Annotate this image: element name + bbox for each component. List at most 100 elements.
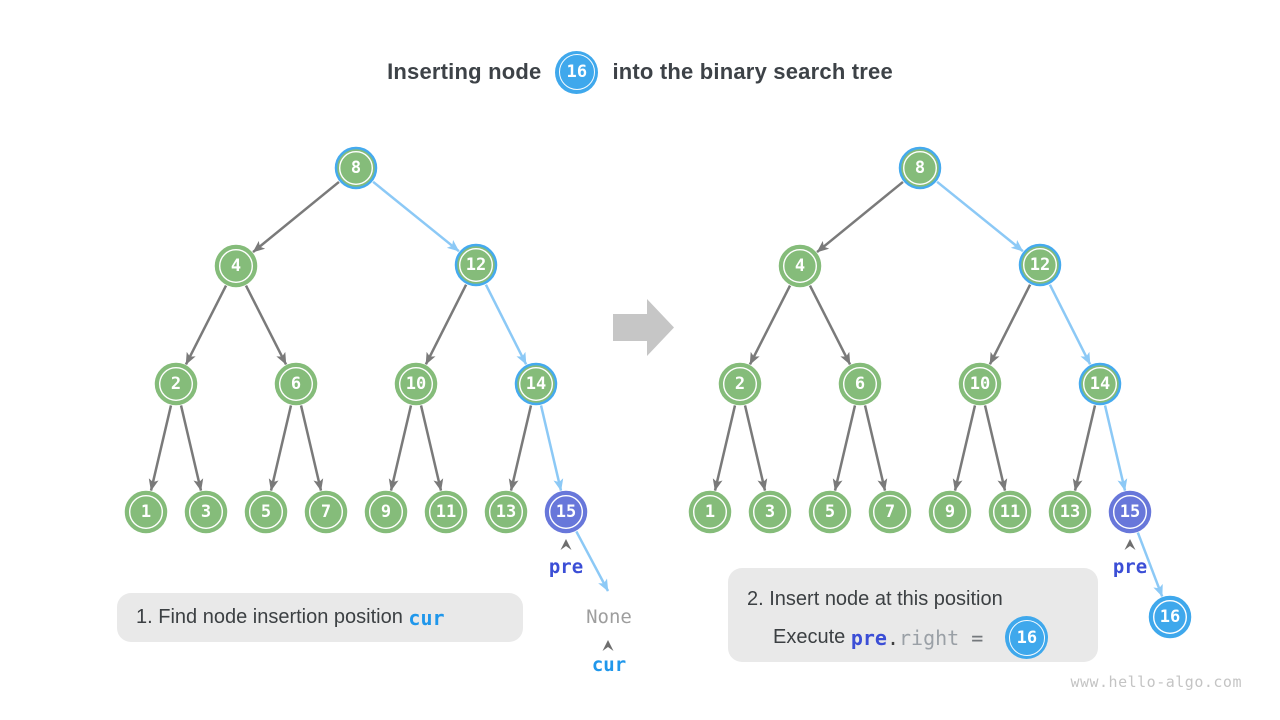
tree-node-1: 1 — [124, 490, 168, 534]
tree-node-11: 11 — [988, 490, 1032, 534]
node-value: 4 — [795, 256, 805, 276]
tree-node-14: 14 — [1078, 362, 1122, 406]
node-value: 8 — [351, 158, 361, 178]
node-value: 9 — [945, 502, 955, 522]
node-value: 12 — [1030, 255, 1050, 275]
tree-node-7: 7 — [868, 490, 912, 534]
pointer-label-cur: cur — [592, 654, 626, 676]
tree-node-13: 13 — [484, 490, 528, 534]
edge-10-11 — [419, 405, 444, 492]
tree-node-1: 1 — [688, 490, 732, 534]
edge-12-14 — [484, 284, 528, 365]
edge-8-4 — [252, 180, 340, 254]
tree-node-10: 10 — [394, 362, 438, 406]
node-value: 6 — [855, 374, 865, 394]
caption2-pre-token: pre — [850, 625, 887, 650]
edge-15-16 — [1136, 532, 1164, 597]
caption2-node-value: 16 — [1016, 627, 1038, 648]
edge-2-1 — [148, 405, 173, 492]
edge-8-12 — [936, 180, 1024, 253]
edge-10-9 — [388, 405, 413, 492]
edge-12-10 — [424, 284, 468, 365]
tree-node-15: 15 — [544, 490, 588, 534]
tree-node-11: 11 — [424, 490, 468, 534]
caption2-node-badge: 16 — [1005, 616, 1049, 659]
watermark: www.hello-algo.com — [1070, 673, 1242, 691]
pointer-label-pre: pre — [1113, 556, 1147, 578]
node-value: 1 — [705, 502, 715, 522]
up-caret-icon — [560, 539, 572, 550]
caption2-execute-text: Execute — [773, 626, 851, 648]
node-value: 13 — [1060, 502, 1080, 522]
node-value: 15 — [556, 502, 576, 522]
tree-node-13: 13 — [1048, 490, 1092, 534]
tree-node-16: 16 — [1148, 595, 1192, 639]
caption1-cur-token: cur — [408, 605, 445, 630]
edge-6-5 — [268, 405, 293, 492]
node-value: 12 — [466, 255, 486, 275]
tree-node-15: 15 — [1108, 490, 1152, 534]
caption1-text: 1. Find node insertion position — [136, 606, 409, 628]
edge-2-1 — [712, 405, 737, 492]
tree-node-4: 4 — [214, 244, 258, 288]
tree-node-7: 7 — [304, 490, 348, 534]
edge-6-7 — [299, 405, 324, 492]
tree-node-12: 12 — [1018, 243, 1062, 287]
tree-node-3: 3 — [184, 490, 228, 534]
step-arrow-icon — [613, 299, 674, 356]
node-inner-ring — [558, 54, 595, 90]
edge-14-13 — [508, 405, 533, 492]
node-value: 8 — [915, 158, 925, 178]
node-value: 5 — [261, 502, 271, 522]
tree-node-14: 14 — [514, 362, 558, 406]
tree-node-6: 6 — [838, 362, 882, 406]
node-value: 5 — [825, 502, 835, 522]
edge-6-7 — [863, 405, 888, 492]
edge-15-none — [575, 530, 610, 592]
up-caret-icon — [602, 640, 614, 651]
node-value: 4 — [231, 256, 241, 276]
edge-4-6 — [244, 285, 288, 365]
edge-2-3 — [743, 405, 768, 492]
node-value: 13 — [496, 502, 516, 522]
edge-6-5 — [832, 405, 857, 492]
caption2-right-token: right — [899, 625, 960, 650]
node-value: 10 — [406, 374, 426, 394]
node-inner-ring — [1008, 619, 1045, 656]
tree-node-3: 3 — [748, 490, 792, 534]
edge-8-12 — [372, 180, 460, 253]
caption2-equals-token: = — [959, 625, 996, 650]
node-value: 2 — [735, 374, 745, 394]
caption-step2: 2. Insert node at this position Execute … — [728, 568, 1098, 662]
node-value: 14 — [1090, 374, 1110, 394]
caption2-line2: Execute pre . right = 16 — [773, 616, 1088, 659]
edge-10-9 — [952, 405, 977, 492]
node-value: 11 — [436, 502, 456, 522]
node-value: 3 — [765, 502, 775, 522]
caption2-dot-token: . — [886, 625, 899, 650]
title-node-value: 16 — [566, 62, 588, 82]
edge-14-15 — [1103, 405, 1128, 492]
caption-step1: 1. Find node insertion position cur — [117, 593, 523, 642]
title-text-left: Inserting node — [387, 59, 542, 84]
node-value: 1 — [141, 502, 151, 522]
node-value: 10 — [970, 374, 990, 394]
edge-14-15 — [539, 405, 564, 492]
node-value: 14 — [526, 374, 546, 394]
tree-node-8: 8 — [898, 146, 942, 190]
node-value: 2 — [171, 374, 181, 394]
node-value: 7 — [321, 502, 331, 522]
tree-node-4: 4 — [778, 244, 822, 288]
edge-8-4 — [816, 180, 904, 254]
node-value: 7 — [885, 502, 895, 522]
pointer-label-none: None — [586, 606, 632, 628]
tree-node-12: 12 — [454, 243, 498, 287]
title-node-badge: 16 — [555, 50, 599, 94]
tree-node-5: 5 — [808, 490, 852, 534]
edge-12-10 — [988, 284, 1032, 365]
title-text-right: into the binary search tree — [612, 59, 893, 84]
node-value: 9 — [381, 502, 391, 522]
